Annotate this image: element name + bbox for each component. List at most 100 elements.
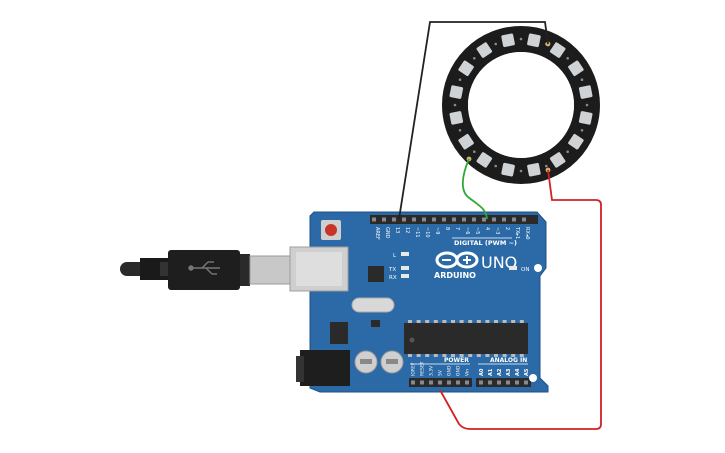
ring-led xyxy=(527,33,541,48)
ring-resistor xyxy=(566,150,569,153)
digital-pin-label: ~3 xyxy=(494,227,500,234)
usb-plug-body xyxy=(168,250,240,290)
analog-pin-label: A3 xyxy=(506,368,512,376)
digital-pin[interactable] xyxy=(432,217,436,222)
digital-pin[interactable] xyxy=(492,217,496,222)
analog-pin-label: A5 xyxy=(524,368,530,376)
digital-pin-label: 8 xyxy=(444,227,450,230)
chip-pin xyxy=(502,320,507,323)
power-pin[interactable] xyxy=(447,380,451,385)
analog-pin-label: A2 xyxy=(497,368,503,376)
power-pin[interactable] xyxy=(438,380,442,385)
digital-pin[interactable] xyxy=(442,217,446,222)
digital-pin[interactable] xyxy=(392,217,396,222)
analog-pin[interactable] xyxy=(497,380,501,385)
chip-pin xyxy=(519,320,524,323)
ring-resistor xyxy=(453,103,457,107)
analog-pin-label: A0 xyxy=(479,368,485,376)
ring-led xyxy=(449,85,464,99)
digital-pin[interactable] xyxy=(462,217,466,222)
power-pin[interactable] xyxy=(465,380,469,385)
atmega-pins-bottom xyxy=(408,354,524,357)
digital-pin-label: RX◂0 xyxy=(524,227,530,240)
ring-resistor xyxy=(473,150,476,153)
digital-pin[interactable] xyxy=(452,217,456,222)
led-on xyxy=(509,266,517,270)
chip-pin xyxy=(511,354,516,357)
ground-wire[interactable] xyxy=(398,21,549,220)
ring-resistor xyxy=(545,164,548,168)
digital-pin[interactable] xyxy=(522,217,526,222)
analog-pin[interactable] xyxy=(506,380,510,385)
power-pin[interactable] xyxy=(429,380,433,385)
chip-pin xyxy=(451,354,455,357)
digital-pin[interactable] xyxy=(412,217,416,222)
digital-pin[interactable] xyxy=(482,217,486,222)
power-pin-label: Vin xyxy=(465,369,471,376)
analog-pin[interactable] xyxy=(479,380,483,385)
chip-pin xyxy=(468,354,473,357)
ring-led xyxy=(578,85,593,99)
digital-pin[interactable] xyxy=(422,217,426,222)
analog-header xyxy=(476,378,531,387)
digital-pin-label: ~10 xyxy=(424,227,430,238)
digital-pin[interactable] xyxy=(472,217,476,222)
led-tx xyxy=(401,266,409,270)
ring-center xyxy=(468,52,574,158)
ring-leds xyxy=(449,33,593,177)
chip-pin xyxy=(494,320,498,323)
chip-pin xyxy=(511,320,516,323)
chip-pin xyxy=(433,320,438,323)
data-wire[interactable] xyxy=(461,158,488,220)
power-pin[interactable] xyxy=(420,380,424,385)
digital-label: DIGITAL (PWM ~) xyxy=(454,239,517,247)
power-wire[interactable] xyxy=(439,169,602,430)
digital-pin[interactable] xyxy=(402,217,406,222)
ring-resistor xyxy=(458,129,462,132)
digital-pin[interactable] xyxy=(382,217,386,222)
arduino-logo-icon xyxy=(435,251,479,269)
usb-plug-collar xyxy=(240,254,250,286)
digital-pin[interactable] xyxy=(512,217,516,222)
analog-pin[interactable] xyxy=(515,380,519,385)
chip-pin xyxy=(519,354,524,357)
ring-led xyxy=(476,42,493,58)
digital-pin[interactable] xyxy=(372,217,376,222)
power-pin[interactable] xyxy=(411,380,415,385)
digital-pin-label: TX▸1 xyxy=(514,226,520,239)
ring-resistor xyxy=(494,42,498,46)
analog-label: ANALOG IN xyxy=(490,357,527,364)
digital-pin-label: 4 xyxy=(484,227,490,230)
ring-resistor xyxy=(458,78,462,81)
ring-resistor xyxy=(519,169,523,173)
digital-pin-label: GND xyxy=(384,227,390,239)
small-component xyxy=(371,320,380,327)
led-l-label: L xyxy=(393,253,397,259)
chip-pin xyxy=(425,354,430,357)
chip-pin xyxy=(408,320,412,323)
neopixel-ring[interactable] xyxy=(442,26,600,184)
analog-pin-label: A4 xyxy=(515,368,521,376)
digital-pin[interactable] xyxy=(502,217,506,222)
analog-pin[interactable] xyxy=(488,380,492,385)
usb-b-connector xyxy=(249,255,291,285)
power-pin-label: RESET xyxy=(420,361,426,376)
digital-pin-label: AREF xyxy=(374,227,380,240)
ring-resistor xyxy=(519,37,523,41)
power-pin[interactable] xyxy=(456,380,460,385)
led-rx-label: RX xyxy=(389,275,397,281)
digital-pin-label: 12 xyxy=(404,227,410,233)
usb-cable[interactable] xyxy=(120,250,291,290)
ring-led xyxy=(549,42,566,58)
usb-symbol-icon xyxy=(188,261,220,275)
chip-pin xyxy=(451,320,455,323)
ring-led xyxy=(568,60,584,77)
usb-chip xyxy=(368,266,384,282)
analog-pin[interactable] xyxy=(524,380,528,385)
power-pin-label: IOREF xyxy=(411,362,417,376)
chip-pin xyxy=(485,320,490,323)
digital-pin-label: ~6 xyxy=(464,227,470,234)
reset-button[interactable] xyxy=(325,224,337,236)
